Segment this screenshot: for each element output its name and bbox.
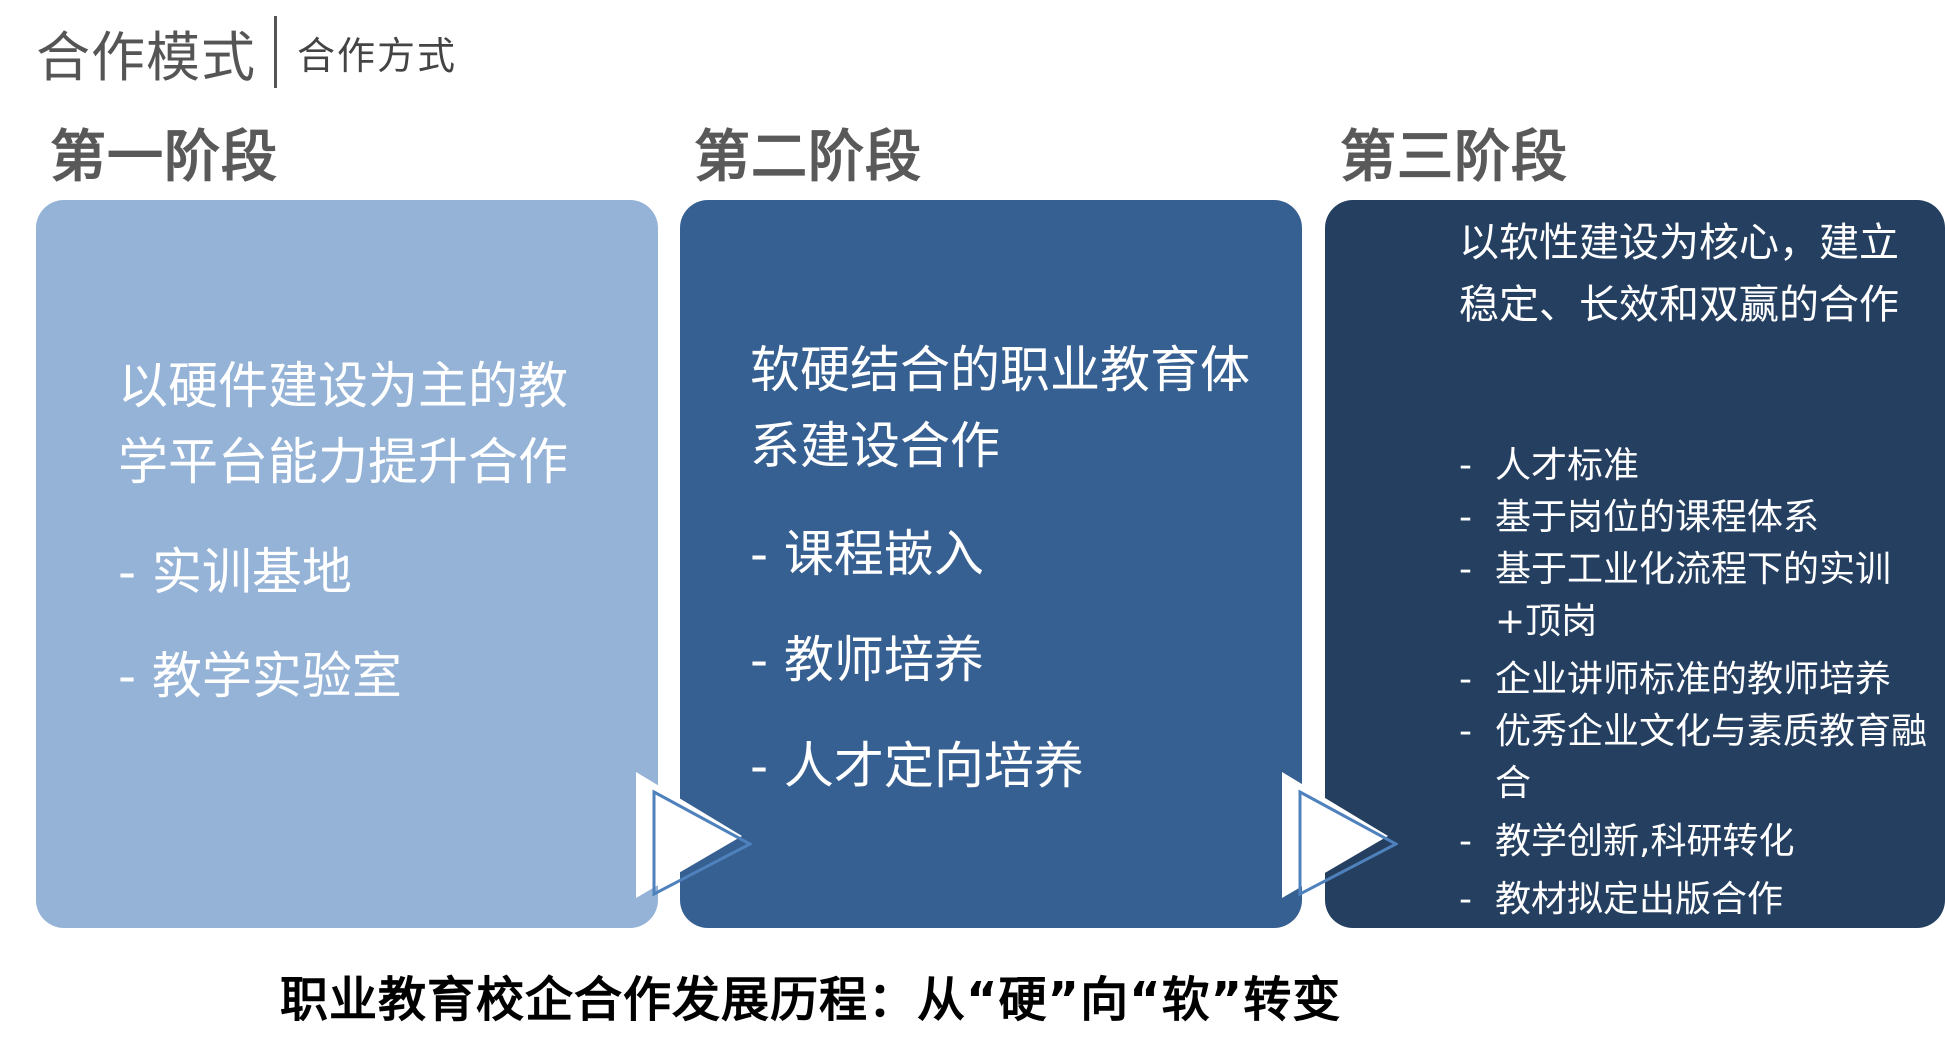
- arrow-outline: [1298, 789, 1398, 897]
- stage-3-item-text: 教学创新,科研转化: [1495, 821, 1795, 862]
- stage-2-title: 第二阶段: [694, 125, 922, 190]
- bullet-dash: -: [1459, 711, 1472, 752]
- stage-2-item: - 人才定向培养: [750, 737, 1084, 795]
- stage-3-item-text: 基于岗位的课程体系: [1495, 497, 1820, 538]
- chevron-right-icon: [636, 772, 752, 898]
- slide-header: 合作模式 合作方式: [36, 14, 457, 90]
- slide-caption: 职业教育校企合作发展历程：从“硬”向“软”转变: [280, 972, 1342, 1028]
- bullet-dash: -: [1459, 549, 1472, 590]
- stage-3-item: - 基于岗位的课程体系: [1459, 492, 1939, 544]
- stage-3-item-text: 基于工业化流程下的实训+顶岗: [1495, 549, 1892, 642]
- arrow-outline: [652, 789, 752, 897]
- stage-1-items: - 实训基地 - 教学实验室: [118, 534, 402, 742]
- header-title: 合作模式: [36, 25, 256, 89]
- stage-3-title: 第三阶段: [1340, 125, 1568, 190]
- stage-1-lead: 以硬件建设为主的教学平台能力提升合作: [118, 357, 568, 491]
- arrow-fill: [636, 772, 742, 898]
- stage-3-lead: 以软性建设为核心，建立稳定、长效和双赢的合作: [1459, 220, 1899, 328]
- header-divider: [274, 16, 277, 88]
- stage-2-box: 软硬结合的职业教育体系建设合作 - 课程嵌入 - 教师培养 - 人才定向培养: [680, 200, 1302, 928]
- stage-3-item-text: 企业讲师标准的教师培养: [1495, 659, 1892, 700]
- stage-2-lead: 软硬结合的职业教育体系建设合作: [750, 341, 1250, 475]
- stage-2-item: - 课程嵌入: [750, 525, 984, 583]
- bullet-dash: -: [1459, 659, 1472, 700]
- stage-2-items: - 课程嵌入 - 教师培养 - 人才定向培养: [750, 516, 1084, 834]
- bullet-dash: -: [1459, 821, 1472, 862]
- stage-1-box: 以硬件建设为主的教学平台能力提升合作 - 实训基地 - 教学实验室: [36, 200, 658, 928]
- stage-3-item: - 人才标准: [1459, 440, 1939, 492]
- stage-3-item-text: 教材拟定出版合作: [1495, 879, 1784, 920]
- stage-3-item-text: 人才标准: [1495, 445, 1640, 486]
- stage-3-item: - 优秀企业文化与素质教育融合: [1459, 706, 1939, 810]
- stage-3-box: 以软性建设为核心，建立稳定、长效和双赢的合作 - 人才标准 - 基于岗位的课程体…: [1325, 200, 1945, 928]
- chevron-right-icon: [1282, 772, 1398, 898]
- stage-2-item: - 教师培养: [750, 631, 984, 689]
- stage-3-item-text: 优秀企业文化与素质教育融合: [1495, 711, 1928, 804]
- stage-3-items: - 人才标准 - 基于岗位的课程体系 - 基于工业化流程下的实训+顶岗 - 企业…: [1459, 440, 1939, 926]
- bullet-dash: -: [1459, 497, 1472, 538]
- arrow-fill: [1282, 772, 1388, 898]
- header-subtitle: 合作方式: [297, 33, 458, 78]
- stage-3-item: - 基于工业化流程下的实训+顶岗: [1459, 544, 1939, 648]
- bullet-dash: -: [1459, 879, 1472, 920]
- stage-1-title: 第一阶段: [50, 125, 278, 190]
- bullet-dash: -: [1459, 445, 1472, 486]
- stage-3-item: - 企业讲师标准的教师培养: [1459, 654, 1939, 706]
- stage-1-item: - 实训基地: [118, 543, 352, 601]
- stage-3-item: - 教学创新,科研转化: [1459, 816, 1939, 868]
- stage-3-item: - 教材拟定出版合作: [1459, 874, 1939, 926]
- stage-1-item: - 教学实验室: [118, 647, 402, 705]
